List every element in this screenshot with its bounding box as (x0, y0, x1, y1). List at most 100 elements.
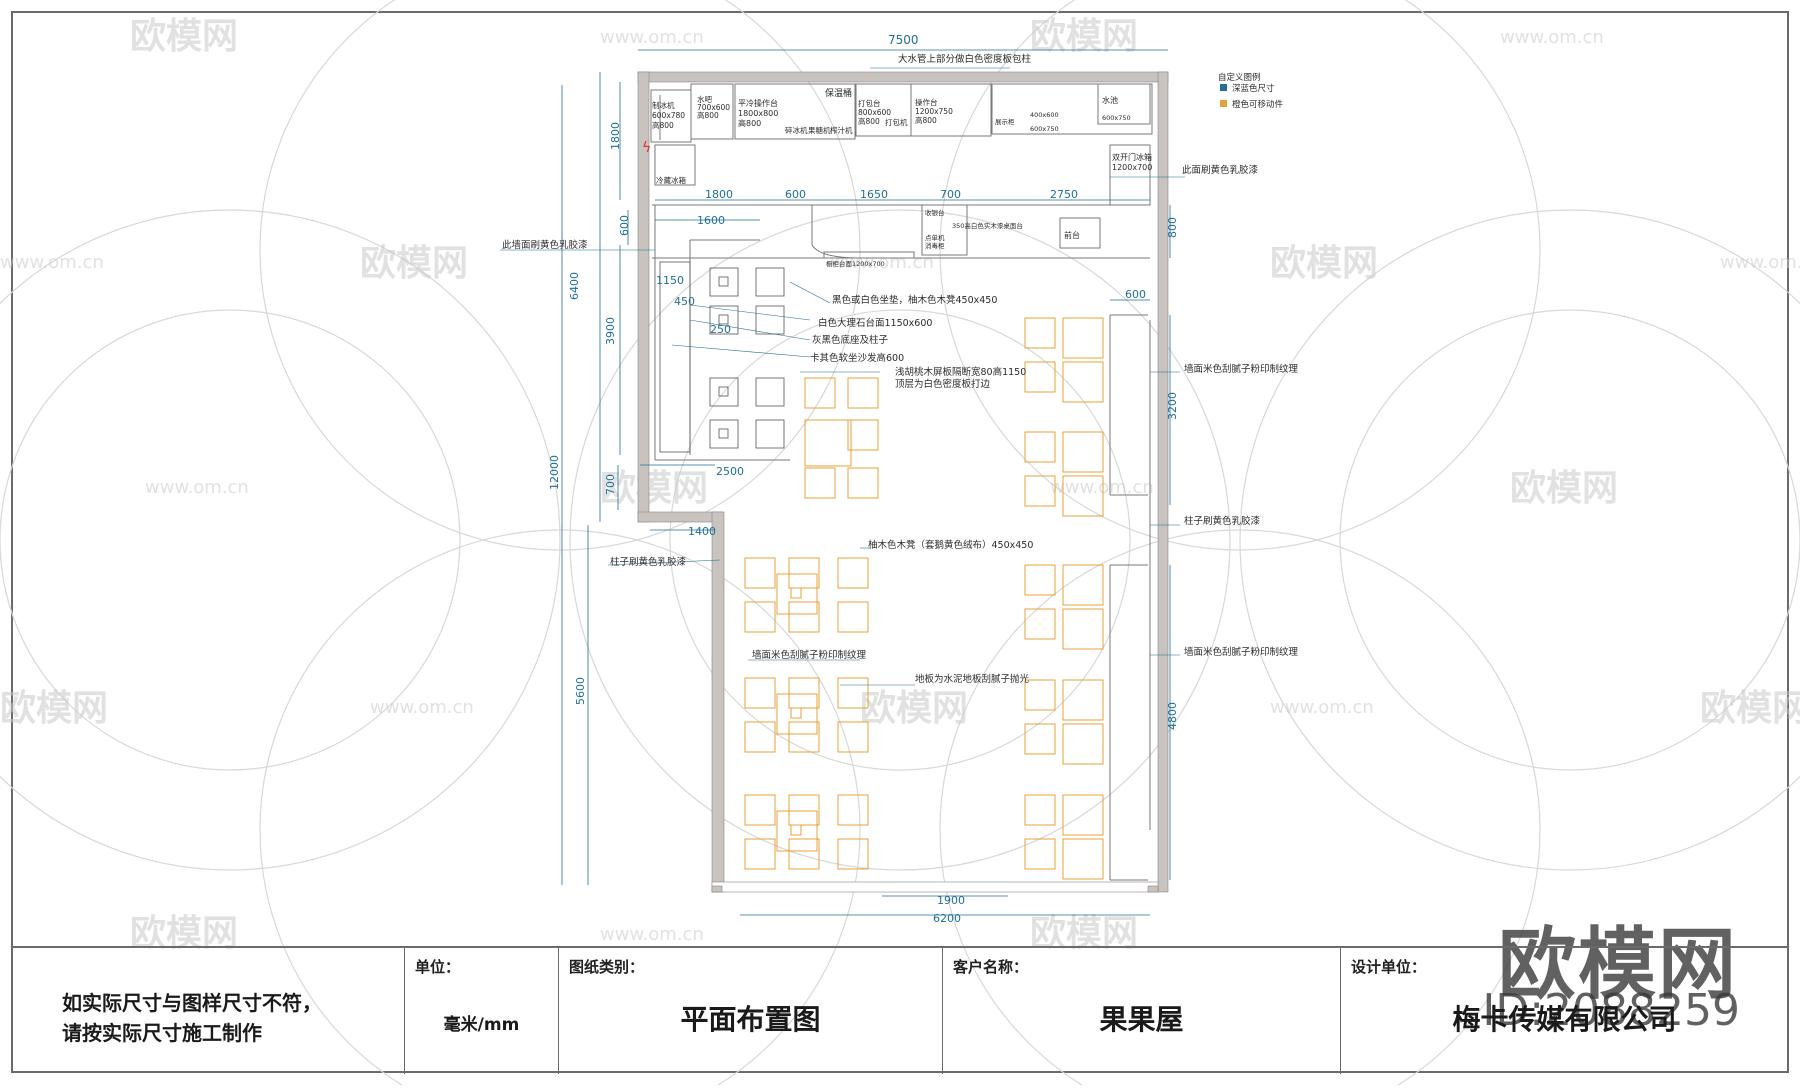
stool (1024, 794, 1056, 826)
dim-row-700: 700 (940, 188, 961, 201)
dim-row-1650: 1650 (860, 188, 888, 201)
table-marker (790, 707, 802, 719)
equipment-label: 平冷操作台 (738, 98, 778, 108)
watermark-url-text: www.om.cn (600, 27, 704, 48)
client-heading: 客户名称： (953, 958, 1029, 976)
power-icon: ϟ (642, 140, 651, 156)
stool (744, 794, 776, 826)
table (776, 810, 818, 852)
watermark-logo-text: 欧模网 (1510, 468, 1618, 509)
client-cell: 客户名称： 果果屋 (942, 948, 1340, 1074)
image-id: ID:2088259 (1482, 985, 1740, 1036)
note-right-wall-top: 此面刷黄色乳胶漆 (1182, 164, 1259, 176)
sheet-border (11, 11, 1789, 1073)
equipment-label: 操作台 (915, 97, 938, 107)
stool (744, 557, 776, 589)
note-wall-texture2: 墙面米色刮腻子粉印制纹理 (752, 649, 867, 661)
equipment-label: 果糖机 (808, 125, 831, 135)
equipment-label: 制冰机 (652, 100, 675, 110)
leader-lines (500, 67, 1185, 686)
equipment-label: 展示柜 (995, 117, 1015, 126)
watermark-logo-text: 欧模网 (0, 688, 108, 729)
table (1062, 431, 1104, 473)
equipment-size: 700x600 (697, 103, 730, 112)
booth-tables (659, 261, 785, 453)
dim-bottom-total: 6200 (933, 912, 961, 925)
stool (1024, 431, 1056, 463)
stool (744, 721, 776, 753)
dimension-lines (561, 49, 1171, 916)
equipment-size: 1200x750 (915, 107, 953, 116)
table (1062, 679, 1104, 721)
note-pillar-left: 柱子刷黄色乳胶漆 (610, 556, 687, 568)
stool (788, 677, 820, 709)
legend-swatch-orange (1220, 100, 1227, 107)
dim-right-3200: 3200 (1166, 392, 1179, 420)
unit-value: 毫米/mm (443, 1015, 520, 1035)
note-grey-base: 灰黑色底座及柱子 (812, 334, 889, 346)
brand-logo: 欧模网 (1497, 920, 1738, 1010)
watermark-logo-text: 欧模网 (1270, 243, 1378, 284)
stool (804, 377, 836, 409)
equipment-size: 600x750 (1102, 114, 1131, 122)
equipment-label: 前台 (1064, 230, 1080, 240)
table (1062, 794, 1104, 836)
equipment-label: 打包机 (885, 117, 908, 127)
dim-2500: 2500 (716, 465, 744, 478)
stool (847, 467, 879, 499)
note-partition-top: 顶层为白色密度板打边 (895, 378, 991, 390)
equipment-height: 高800 (915, 115, 937, 125)
equipment-height: 高800 (652, 120, 674, 130)
movable-furniture (744, 317, 1104, 880)
stool (744, 601, 776, 633)
drawing-type-cell: 图纸类别： 平面布置图 (558, 948, 942, 1074)
legend-item-movable: 橙色可移动件 (1232, 99, 1284, 110)
stool (788, 794, 820, 826)
equipment-height: 高800 (738, 118, 761, 128)
dim-left-3900: 3900 (604, 317, 617, 345)
equipment-label: 点单机 (925, 233, 945, 242)
designer-heading: 设计单位： (1351, 958, 1427, 976)
dim-1400: 1400 (688, 525, 716, 538)
table (1062, 361, 1104, 403)
watermark-logo-text: 欧模网 (860, 688, 968, 729)
equipment-size: 800x600 (858, 108, 891, 117)
unit-heading: 单位： (415, 958, 461, 976)
dim-left-1800: 1800 (609, 122, 622, 150)
dim-row-600: 600 (785, 188, 806, 201)
stool (837, 721, 869, 753)
stool (1024, 838, 1056, 870)
stool (1024, 564, 1056, 596)
watermark-url-text: www.om.cn (1270, 697, 1374, 718)
dim-row-2750: 2750 (1050, 188, 1078, 201)
stool (744, 677, 776, 709)
dim-row-1600: 1600 (697, 214, 725, 227)
dim-right-4800: 4800 (1166, 702, 1179, 730)
watermark-url-text: www.om.cn (1050, 477, 1154, 498)
table (1062, 564, 1104, 606)
equipment-label: 碎冰机 (785, 125, 808, 135)
watermark-url-text: www.om.cn (1500, 27, 1604, 48)
note-wall-texture-right: 墙面米色刮腻子粉印制纹理 (1184, 646, 1299, 658)
equipment-label: 打包台 (858, 98, 881, 108)
table-marker (790, 587, 802, 599)
watermark-logos: 欧模网 欧模网 欧模网 欧模网 欧模网 欧模网 欧模网 欧模网 欧模网 欧模网 … (0, 16, 1800, 954)
dim-right-800: 800 (1166, 217, 1179, 238)
stool (1024, 361, 1056, 393)
stool (837, 601, 869, 633)
stool (847, 377, 879, 409)
equipment-size: 600x780 (652, 111, 685, 120)
note-floor: 地板为水泥地板刮腻子抛光 (915, 673, 1030, 685)
note-pillar-yellow: 柱子刷黄色乳胶漆 (1184, 515, 1261, 527)
stool (1024, 317, 1056, 349)
table (1062, 838, 1104, 880)
drawing-type-value: 平面布置图 (680, 1003, 821, 1036)
legend-swatch-blue (1220, 84, 1227, 91)
dim-left-5600: 5600 (574, 677, 587, 705)
legend: 自定义图例 深蓝色尺寸 橙色可移动件 (1218, 72, 1284, 110)
equipment-label: 保温桶 (825, 87, 852, 99)
dim-1150: 1150 (656, 274, 684, 287)
note-stool-black: 黑色或白色坐垫，柚木色木凳450x450 (832, 294, 997, 306)
table (804, 419, 852, 467)
dimension-texts: 7500 6400 1800 600 3900 700 12000 5600 6… (548, 33, 1179, 925)
